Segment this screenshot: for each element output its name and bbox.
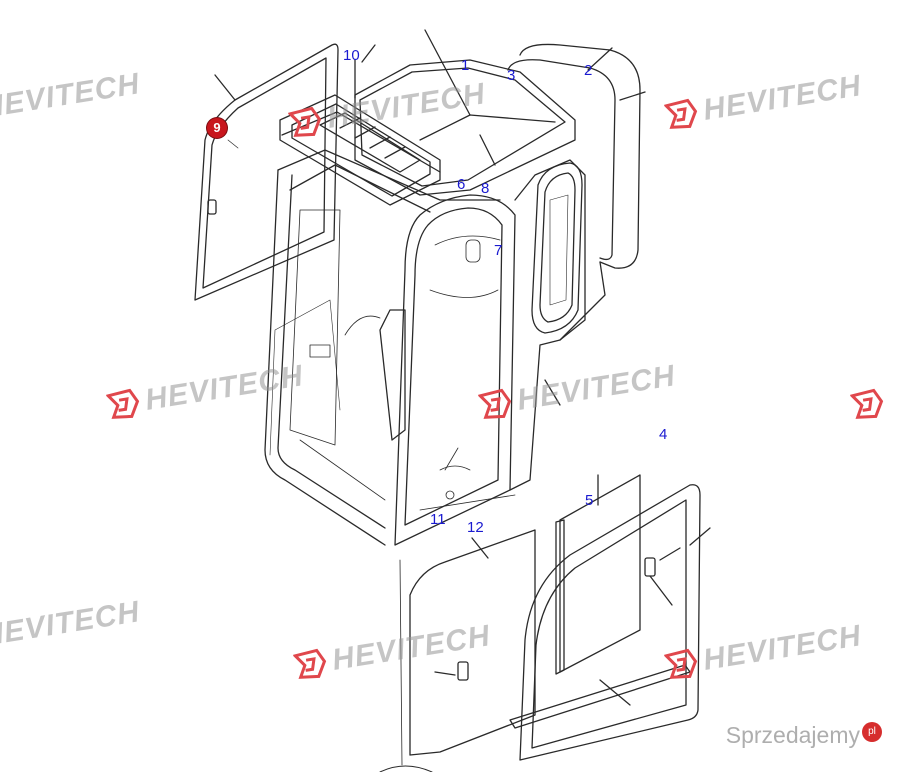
footer-brand-text: Sprzedajemy [725,722,860,748]
callout-2: 2 [584,62,593,79]
part-1-roof [354,29,576,196]
callout-4: 4 [659,426,668,443]
callout-5: 5 [585,492,594,509]
cab-frame [264,149,586,546]
part-4-door [509,484,711,761]
callout-1: 1 [461,57,470,74]
callout-11: 11 [430,511,446,528]
part-12-glass [399,529,536,766]
callout-12: 12 [467,519,484,536]
callout-6: 6 [457,176,466,193]
right-door-window [531,162,583,406]
callout-3: 3 [507,67,516,84]
callout-7: 7 [494,242,503,259]
part-5-glass [555,474,641,675]
callout-10: 10 [343,47,360,64]
part-2-right-glass [507,43,646,341]
part-9-left-glass [194,43,339,301]
callout-9-badge: 9 [207,118,227,138]
footer-badge: pl [862,722,882,742]
callout-8: 8 [481,180,490,197]
